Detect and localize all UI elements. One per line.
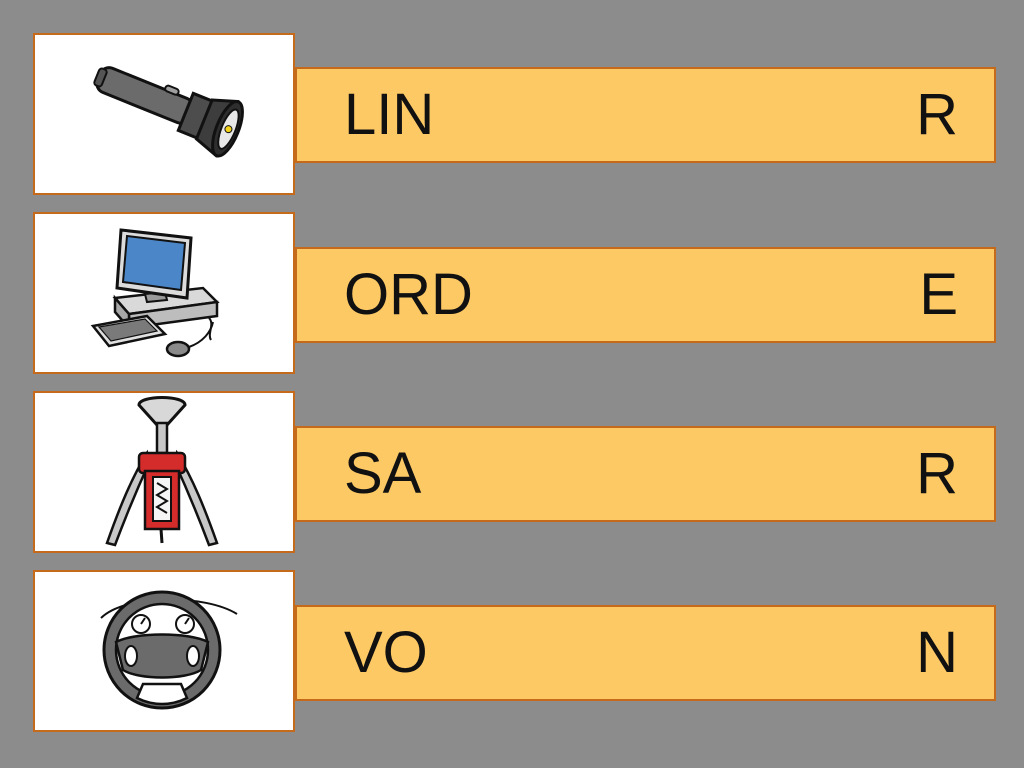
word-prefix: LIN [344,82,435,147]
picture-card-computer [33,212,295,374]
corkscrew-icon [105,396,219,547]
word-suffix: R [916,82,958,147]
picture-card-steering-wheel [33,570,295,732]
word-suffix: E [919,262,958,327]
word-strip: ORD E [295,247,996,343]
computer-icon [90,228,220,358]
word-strip: LIN R [295,67,996,163]
word-strip: SA R [295,426,996,522]
picture-card-flashlight [33,33,295,195]
word-strip: VO N [295,605,996,701]
flashlight-icon [93,66,244,158]
word-prefix: ORD [344,262,473,327]
word-prefix: SA [344,441,422,506]
word-suffix: N [916,620,958,685]
picture-card-corkscrew [33,391,295,553]
word-prefix: VO [344,620,428,685]
word-suffix: R [916,441,958,506]
steering-wheel-icon [100,590,238,710]
